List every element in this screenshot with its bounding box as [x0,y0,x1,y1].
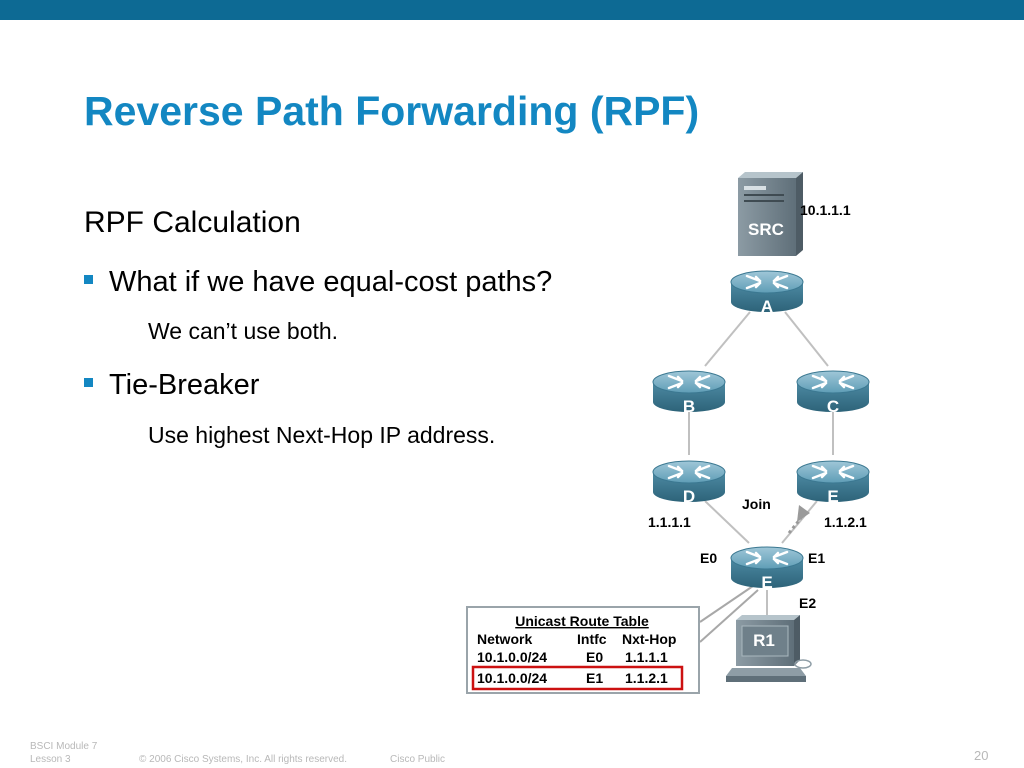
bullet-text: What if we have equal-cost paths? [109,266,553,298]
route-table-title: Unicast Route Table [515,613,649,629]
route-table-cell: E1 [586,670,603,686]
host-label: R1 [753,631,775,650]
route-table: Unicast Route Table Network Intfc Nxt-Ho… [466,606,700,694]
footer-copyright: © 2006 Cisco Systems, Inc. All rights re… [139,754,348,765]
page-number: 20 [974,748,989,763]
bullet-square-icon [84,378,93,387]
router-c: C [795,369,871,416]
network-links [688,311,834,643]
router-label: D [683,487,695,506]
interface-e1-label: E1 [808,550,825,566]
router-e-lower: E [729,545,805,592]
interface-e2-label: E2 [799,595,816,611]
router-d: D [651,459,727,506]
route-table-header-nxthop: Nxt-Hop [622,631,676,647]
interface-e0-label: E0 [700,550,717,566]
route-table-header-network: Network [477,631,532,647]
sub-bullet: We can’t use both. [148,318,339,344]
route-table-cell: E0 [586,649,603,665]
route-table-highlight [471,665,684,691]
server-label: SRC [748,220,784,239]
route-table-header-intfc: Intfc [577,631,607,647]
join-arrow-icon [787,505,810,534]
top-bar [0,0,1024,20]
bullet-square-icon [84,275,93,284]
footer-module: BSCI Module 7 [30,741,98,752]
bullet-text: Tie-Breaker [109,369,260,401]
router-label: C [827,397,839,416]
bullet-tie-breaker: Tie-Breaker [84,369,259,402]
route-table-cell: 10.1.0.0/24 [477,649,547,665]
server-ip: 10.1.1.1 [800,202,851,218]
footer-lesson: Lesson 3 [30,754,71,765]
router-label: A [761,297,773,316]
router-a: A [729,269,805,316]
router-label: B [683,397,695,416]
src-server-icon: SRC [738,172,803,256]
ip-right-label: 1.1.2.1 [824,514,867,530]
sub-bullet: Use highest Next-Hop IP address. [148,422,496,448]
subheading: RPF Calculation [84,206,301,239]
slide-title: Reverse Path Forwarding (RPF) [84,88,700,134]
router-e-upper: E [795,459,871,506]
route-table-cell: 1.1.2.1 [625,670,668,686]
router-label: E [761,573,772,592]
route-table-cell: 1.1.1.1 [625,649,668,665]
bullet-equal-cost: What if we have equal-cost paths? [84,266,552,299]
router-label: E [827,487,838,506]
footer-classification: Cisco Public [390,754,446,765]
router-b: B [651,369,727,416]
join-label: Join [742,496,771,512]
host-r1-icon: R1 [726,615,812,682]
ip-left-label: 1.1.1.1 [648,514,691,530]
route-table-cell: 10.1.0.0/24 [477,670,547,686]
